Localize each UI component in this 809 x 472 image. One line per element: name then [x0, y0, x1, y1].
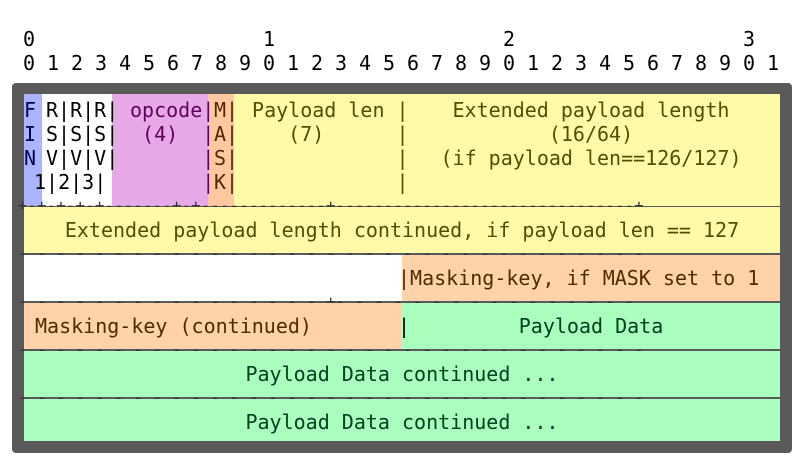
mask-label-2: S| [214, 146, 239, 170]
ruler-bit-13: 3 [334, 51, 348, 75]
ruler-tens-1: 1 [262, 27, 276, 51]
mask-label-3: K| [214, 170, 239, 194]
ruler-bit-15: 5 [382, 51, 396, 75]
ruler-tens-3: 3 [742, 27, 756, 51]
ruler-bit-24: 4 [598, 51, 612, 75]
ruler-bit-22: 2 [550, 51, 564, 75]
ruler-bit-17: 7 [430, 51, 444, 75]
payload-data-field [402, 303, 780, 349]
ruler-bit-20: 0 [502, 51, 516, 75]
ruler-bit-12: 2 [310, 51, 324, 75]
ruler-bit-5: 5 [142, 51, 156, 75]
row4-pipe: | [398, 314, 411, 338]
ruler-bit-11: 1 [286, 51, 300, 75]
fin-label-2: N [24, 146, 37, 170]
payload-len-field [234, 94, 402, 206]
opcode-label-3: | [130, 170, 215, 194]
mask-label-1: A| [214, 122, 239, 146]
ext-cont-label: Extended payload length continued, if pa… [64, 218, 740, 242]
extended-payload-continued-field [24, 207, 780, 253]
masking-key-continued-field [24, 303, 402, 349]
ruler-bit-4: 4 [118, 51, 132, 75]
row3-separator: - - - - - - - - - - - - - - - - +- - - -… [8, 292, 635, 311]
ruler-bit-28: 8 [694, 51, 708, 75]
payload-data-label: Payload Data [518, 314, 664, 338]
rsv-label-0: R|R|R| [46, 98, 119, 122]
ruler-bit-14: 4 [358, 51, 372, 75]
ruler-bit-21: 1 [526, 51, 540, 75]
ruler-bit-18: 8 [454, 51, 468, 75]
row5-separator: - - - - - - - - - - - - - - - - - - - - … [8, 388, 644, 407]
payload-len-label-3: | [240, 170, 409, 194]
ruler-bit-2: 2 [70, 51, 84, 75]
ruler-bit-3: 3 [94, 51, 108, 75]
masking-key-cont-label: Masking-key (continued) [35, 314, 312, 338]
rsv-label-2: V|V|V| [46, 146, 119, 170]
opcode-field [112, 94, 208, 206]
ruler-bit-0: 0 [22, 51, 36, 75]
ruler-bit-29: 9 [718, 51, 732, 75]
row2-separator: - - - - - - - - - - - - - - - - - - - - … [8, 244, 644, 263]
ruler-bit-1: 1 [46, 51, 60, 75]
payload-len-label-0: Payload len | [240, 98, 409, 122]
payload-data-cont-label-2: Payload Data continued ... [245, 410, 559, 434]
mask-label-0: M| [214, 98, 239, 122]
ruler-bit-27: 7 [670, 51, 684, 75]
ruler-bit-16: 6 [406, 51, 420, 75]
ruler-bit-25: 5 [622, 51, 636, 75]
ruler-bit-9: 9 [238, 51, 252, 75]
payload-data-cont-label-1: Payload Data continued ... [245, 362, 559, 386]
opcode-label-1: (4) | [130, 122, 215, 146]
fin-label-0: F [24, 98, 37, 122]
ruler-bit-23: 3 [574, 51, 588, 75]
opcode-label-2: | [130, 146, 215, 170]
ext-len-label-2: (if payload len==126/127) [440, 146, 742, 170]
payload-data-continued-field-1 [24, 351, 780, 397]
opcode-label-0: opcode| [130, 98, 215, 122]
payload-len-label-2: | [240, 146, 409, 170]
ruler-bit-30: 0 [742, 51, 756, 75]
extended-payload-length-field [402, 94, 780, 206]
rsv-field [42, 94, 112, 206]
ruler-bit-19: 9 [478, 51, 492, 75]
ext-len-label-0: Extended payload length [452, 98, 730, 122]
ruler-bit-26: 6 [646, 51, 660, 75]
ruler-bit-7: 7 [190, 51, 204, 75]
ext-len-label-1: (16/64) [548, 122, 634, 146]
rsv-label-1: S|S|S| [46, 122, 119, 146]
fin-label-1: I [24, 122, 37, 146]
blank-field [24, 255, 402, 301]
row4-separator: - - - - - - - - - - - - - - - - - - - - … [8, 340, 644, 359]
ruler-bit-6: 6 [166, 51, 180, 75]
payload-len-label-1: (7) | [240, 122, 409, 146]
ruler-bit-31: 1 [766, 51, 780, 75]
ruler-tens-0: 0 [22, 27, 36, 51]
rsv-label-3: 1|2|3| [34, 170, 107, 194]
payload-data-continued-field-2 [24, 399, 780, 441]
ruler-tens-2: 2 [502, 27, 516, 51]
masking-key-label: |Masking-key, if MASK set to 1 [398, 266, 760, 290]
masking-key-field [402, 255, 780, 301]
fin-field [24, 94, 42, 206]
ruler-bit-8: 8 [214, 51, 228, 75]
ruler-bit-10: 0 [262, 51, 276, 75]
mask-field [208, 94, 234, 206]
